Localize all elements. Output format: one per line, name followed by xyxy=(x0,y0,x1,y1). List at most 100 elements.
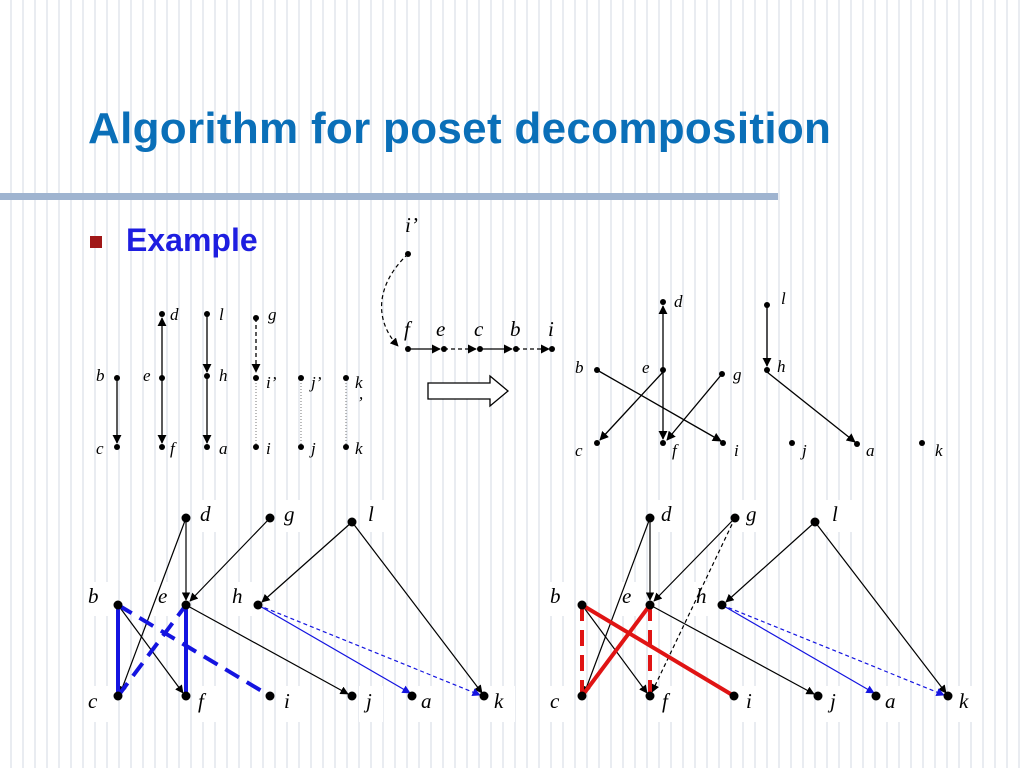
label-d: d xyxy=(170,305,179,324)
label-f: f xyxy=(662,689,671,713)
label-f: f xyxy=(404,317,413,341)
node-k-prime xyxy=(343,375,349,381)
node-j xyxy=(789,440,795,446)
label-b: b xyxy=(550,584,561,608)
label-l: l xyxy=(219,305,224,324)
label-a: a xyxy=(866,441,875,460)
node-b xyxy=(513,346,519,352)
node-b xyxy=(114,375,120,381)
node-h xyxy=(717,600,727,610)
edge-g-e xyxy=(653,517,736,602)
node-i-prime xyxy=(253,375,259,381)
label-l: l xyxy=(368,502,374,526)
edge-l-h xyxy=(261,521,353,603)
label-b: b xyxy=(575,358,584,377)
node-f xyxy=(181,691,191,701)
node-i xyxy=(265,691,275,701)
node-h xyxy=(253,600,263,610)
label-b: b xyxy=(88,584,99,608)
label-g: g xyxy=(284,502,295,526)
node-g xyxy=(253,315,259,321)
node-c xyxy=(594,440,600,446)
bullet-square-icon xyxy=(90,236,102,248)
label-a: a xyxy=(885,689,896,713)
label-f: f xyxy=(672,441,679,460)
label-h: h xyxy=(777,357,786,376)
node-i xyxy=(729,691,739,701)
node-i xyxy=(253,444,259,450)
label-l: l xyxy=(832,502,838,526)
label-a: a xyxy=(219,439,228,458)
label-j: j xyxy=(800,441,807,460)
label-k-prime-mark: ’ xyxy=(357,393,363,412)
edge-h-k xyxy=(721,604,945,697)
node-e xyxy=(660,367,666,373)
label-e: e xyxy=(436,317,445,341)
label-e: e xyxy=(158,584,167,608)
label-d: d xyxy=(200,502,211,526)
node-b xyxy=(594,367,600,373)
edge-d-c xyxy=(118,517,187,695)
node-e xyxy=(645,600,655,610)
graph-red-diagram: d g l b e h c f i j a k xyxy=(546,500,980,722)
node-l xyxy=(204,311,210,317)
node-c xyxy=(477,346,483,352)
label-j: j xyxy=(363,689,372,713)
node-f xyxy=(159,444,165,450)
edge-h-a xyxy=(257,604,411,694)
label-g: g xyxy=(268,305,277,324)
label-i: i xyxy=(266,439,271,458)
label-k: k xyxy=(935,441,943,460)
label-g: g xyxy=(733,365,742,384)
node-d xyxy=(660,299,666,305)
label-i: i xyxy=(284,689,290,713)
label-i-prime: i’ xyxy=(266,373,277,392)
label-e: e xyxy=(642,358,650,377)
node-f xyxy=(645,691,655,701)
label-g: g xyxy=(746,502,757,526)
node-f xyxy=(405,346,411,352)
label-k-prime: k xyxy=(355,373,363,392)
node-c xyxy=(114,444,120,450)
node-a xyxy=(871,691,881,701)
node-h xyxy=(204,373,210,379)
label-i: i xyxy=(746,689,752,713)
label-k: k xyxy=(355,439,363,458)
label-c: c xyxy=(96,439,104,458)
node-g xyxy=(730,513,740,523)
node-b xyxy=(113,600,123,610)
label-b: b xyxy=(510,317,521,341)
node-h xyxy=(764,367,770,373)
label-j: j xyxy=(827,689,836,713)
node-e xyxy=(159,375,165,381)
edge-h-a xyxy=(721,604,875,694)
node-l xyxy=(764,302,770,308)
label-d: d xyxy=(674,292,683,311)
node-d xyxy=(181,513,191,523)
node-j xyxy=(347,691,357,701)
label-i-prime: i’ xyxy=(405,213,418,237)
highlight-c-e xyxy=(580,603,652,698)
highlight-c-e xyxy=(116,603,188,698)
label-j: j xyxy=(309,439,316,458)
node-e xyxy=(441,346,447,352)
label-b: b xyxy=(96,366,105,385)
node-e xyxy=(181,600,191,610)
label-i: i xyxy=(734,441,739,460)
node-f xyxy=(660,440,666,446)
label-d: d xyxy=(661,502,672,526)
node-i xyxy=(549,346,555,352)
label-i: i xyxy=(548,317,554,341)
edge-l-k xyxy=(351,521,483,694)
edge-d-c xyxy=(599,371,664,441)
label-k: k xyxy=(959,689,969,713)
highlight-b-i xyxy=(580,603,736,698)
node-j xyxy=(298,444,304,450)
edge-b-f xyxy=(581,604,648,694)
edge-e-j xyxy=(649,604,815,695)
node-k xyxy=(919,440,925,446)
node-j-prime xyxy=(298,375,304,381)
node-d xyxy=(159,311,165,317)
label-c: c xyxy=(88,689,98,713)
